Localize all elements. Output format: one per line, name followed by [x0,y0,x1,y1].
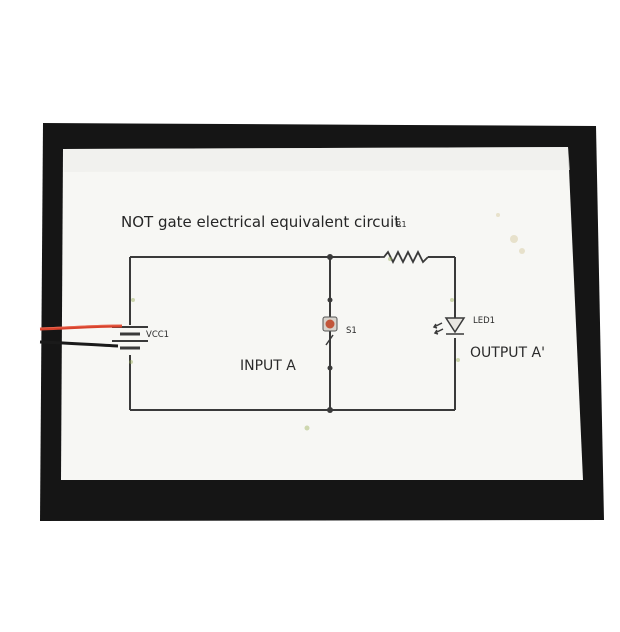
junction-dot-top [327,254,333,260]
paper-shade [63,147,570,172]
junction-dot-bottom [327,407,333,413]
switch-symbol [322,304,338,364]
black-wire [39,340,119,348]
resistor-symbol [380,249,429,265]
diagram-title: NOT gate electrical equivalent circuit [121,213,401,231]
circuit-wires [129,256,456,411]
paper-stains [496,213,525,254]
switch-contact-bottom [327,365,333,371]
paper-specks [129,257,460,431]
red-wire [39,324,123,331]
output-label: OUTPUT A' [470,345,545,361]
paper-sheet [61,147,583,480]
switch-button [325,319,335,329]
led-symbol [432,317,466,335]
switch-label: S1 [346,326,357,336]
battery-label: VCC1 [146,330,170,340]
led-label: LED1 [473,316,496,326]
resistor-label: R1 [396,220,407,229]
battery-symbol [112,326,148,350]
red-wire-highlight [39,324,123,329]
input-label: INPUT A [240,358,296,374]
switch-contact-top [327,297,333,303]
